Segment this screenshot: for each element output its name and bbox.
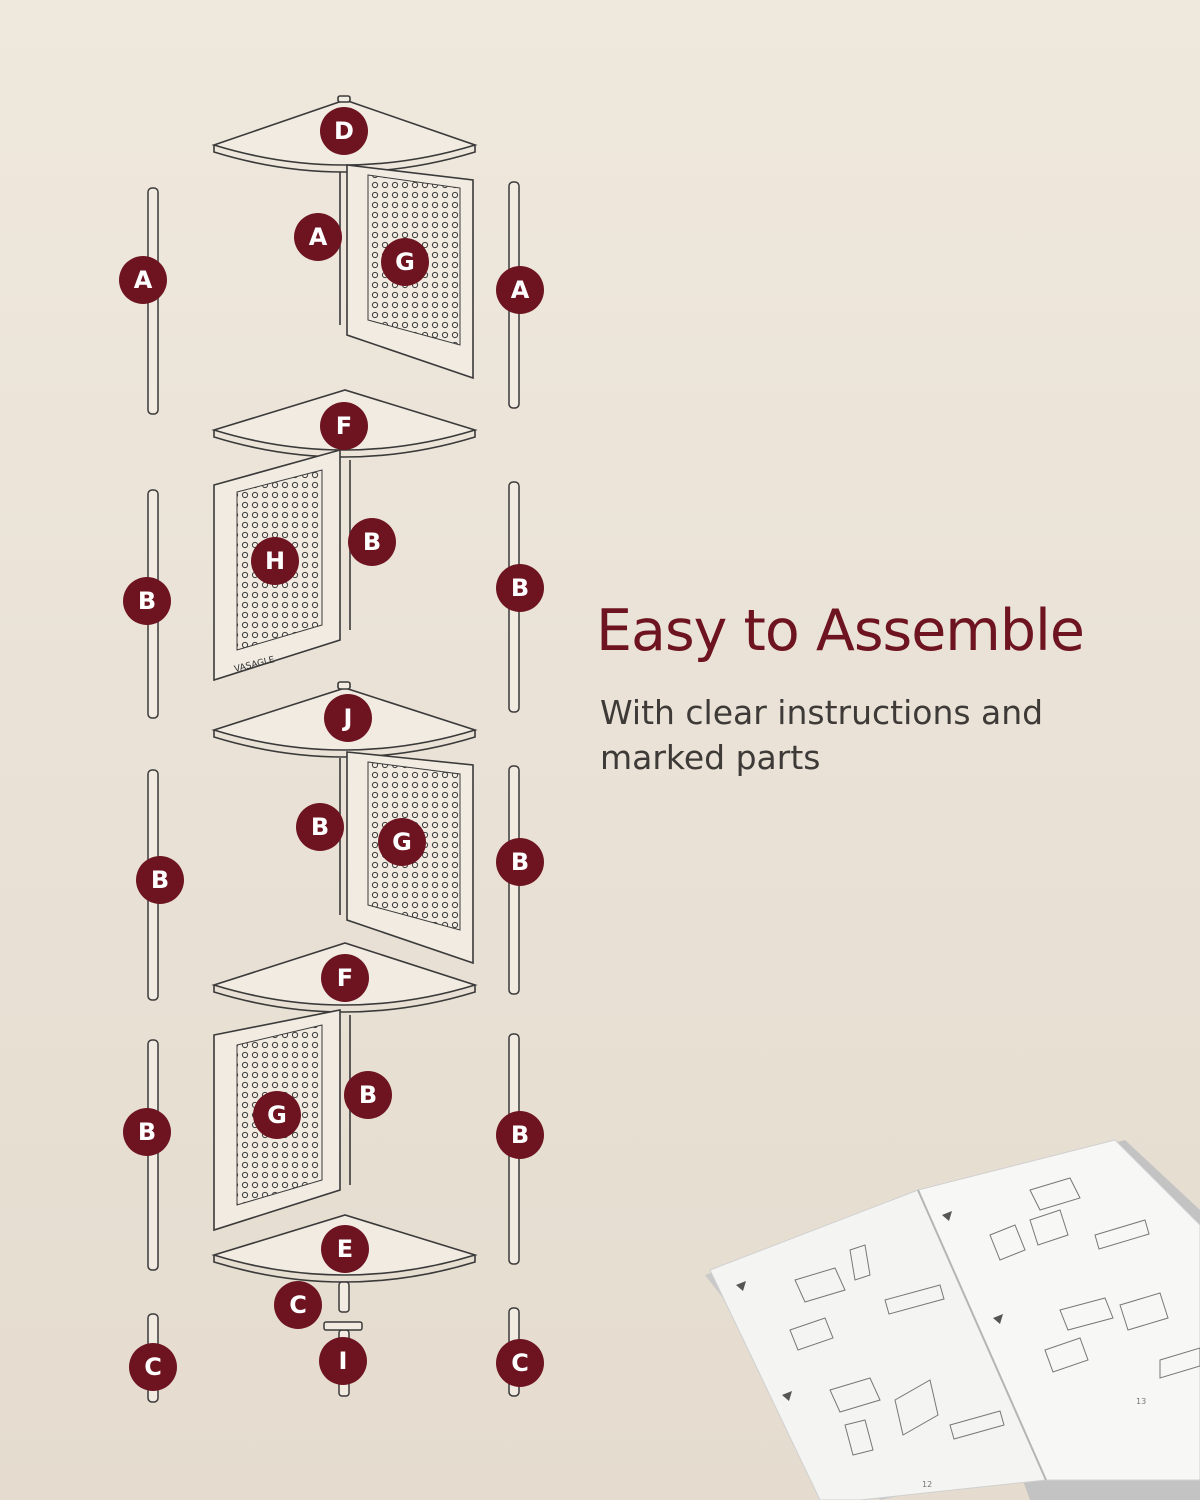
svg-text:A: A xyxy=(134,266,153,294)
pole-c-center xyxy=(338,1281,350,1313)
subheadline: With clear instructions and marked parts xyxy=(600,693,1044,777)
svg-text:G: G xyxy=(267,1101,287,1129)
badge-a-right: A xyxy=(496,266,544,314)
svg-text:I: I xyxy=(339,1347,348,1375)
svg-text:B: B xyxy=(138,1118,156,1146)
svg-text:H: H xyxy=(265,547,285,575)
badge-g-top: G xyxy=(381,238,429,286)
badge-b-right-1: B xyxy=(496,564,544,612)
foot-plate-i xyxy=(323,1321,363,1331)
svg-text:C: C xyxy=(289,1291,307,1319)
badge-b-left-3: B xyxy=(123,1108,171,1156)
svg-text:C: C xyxy=(511,1349,529,1377)
badge-d: D xyxy=(320,107,368,155)
badge-c-center: C xyxy=(274,1281,322,1329)
badge-e: E xyxy=(321,1225,369,1273)
svg-text:F: F xyxy=(337,964,353,992)
svg-text:D: D xyxy=(334,117,354,145)
badge-h: H xyxy=(251,537,299,585)
badge-g-middle: G xyxy=(378,818,426,866)
badge-b-left-2: B xyxy=(136,856,184,904)
badge-b-center-3: B xyxy=(344,1071,392,1119)
instruction-manual: 12 13 xyxy=(705,1139,1200,1500)
svg-text:B: B xyxy=(138,587,156,615)
badge-i: I xyxy=(319,1337,367,1385)
svg-text:A: A xyxy=(511,276,530,304)
headline: Easy to Assemble xyxy=(596,598,1085,664)
badge-a-left: A xyxy=(119,256,167,304)
badge-b-left-1: B xyxy=(123,577,171,625)
svg-text:B: B xyxy=(363,528,381,556)
badge-f-lower: F xyxy=(321,954,369,1002)
badge-f-upper: F xyxy=(320,402,368,450)
svg-text:E: E xyxy=(337,1235,353,1263)
badge-j: J xyxy=(324,694,372,742)
badge-c-right: C xyxy=(496,1339,544,1387)
svg-text:B: B xyxy=(359,1081,377,1109)
svg-text:F: F xyxy=(336,412,352,440)
badge-b-right-3: B xyxy=(496,1111,544,1159)
svg-text:C: C xyxy=(144,1353,162,1381)
svg-text:G: G xyxy=(395,248,415,276)
svg-text:B: B xyxy=(511,574,529,602)
svg-text:J: J xyxy=(342,704,353,732)
svg-text:B: B xyxy=(151,866,169,894)
badge-b-center-2: B xyxy=(296,803,344,851)
badge-g-bottom: G xyxy=(253,1091,301,1139)
badge-b-center-1: B xyxy=(348,518,396,566)
manual-page-number-right: 13 xyxy=(1136,1397,1146,1406)
badge-b-right-2: B xyxy=(496,838,544,886)
badge-a-center: A xyxy=(294,213,342,261)
manual-page-number-left: 12 xyxy=(922,1480,932,1489)
svg-text:G: G xyxy=(392,828,412,856)
svg-text:B: B xyxy=(511,848,529,876)
badge-c-left: C xyxy=(129,1343,177,1391)
svg-text:B: B xyxy=(311,813,329,841)
svg-text:B: B xyxy=(511,1121,529,1149)
svg-text:A: A xyxy=(309,223,328,251)
